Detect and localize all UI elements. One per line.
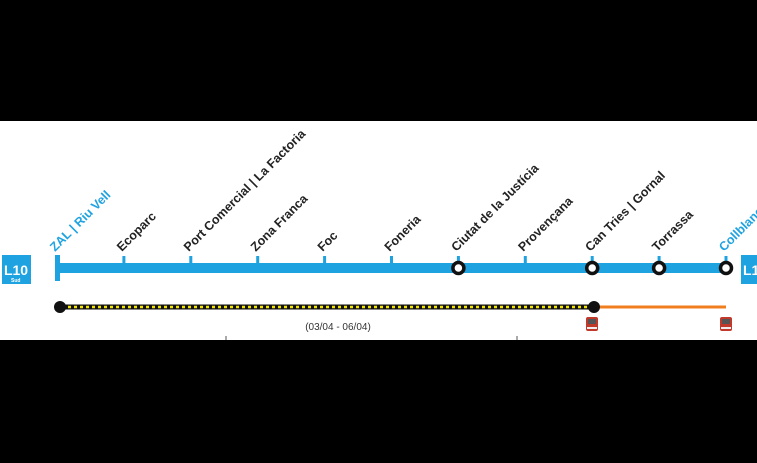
station-tick: [189, 256, 193, 266]
station: Provençana: [516, 193, 577, 266]
station-label: Ecoparc: [114, 209, 159, 254]
line-track: [57, 263, 728, 273]
station-label: Foc: [315, 228, 341, 254]
bus-icon: [586, 317, 598, 331]
segment-end-dot: [588, 301, 600, 313]
station-tick: [323, 256, 327, 266]
line-badge-sub: Sud: [11, 278, 20, 284]
station-tick: [122, 256, 126, 266]
line-badge-label: L10: [4, 262, 28, 278]
station: Foc: [315, 228, 341, 266]
station-label: Zona Franca: [248, 191, 311, 254]
station-label: Torrassa: [649, 207, 696, 254]
station: Port Comercial | La Factoria: [181, 126, 309, 266]
interchange-marker: [451, 260, 466, 276]
segment-start-dot: [54, 301, 66, 313]
terminal-bar: [55, 255, 60, 281]
station-tick: [256, 256, 260, 266]
station-label: Port Comercial | La Factoria: [181, 126, 309, 254]
station: Ecoparc: [114, 209, 159, 266]
station: Zona Franca: [248, 191, 311, 266]
station: ZAL | Riu Vell: [47, 188, 113, 254]
station-tick: [390, 256, 393, 266]
station-tick: [523, 256, 527, 266]
interchange-marker: [584, 260, 600, 276]
end-line-badge: L1: [741, 255, 757, 284]
station-label: Collblanc: [716, 204, 757, 254]
station-label: ZAL | Riu Vell: [47, 188, 113, 254]
interchange-marker: [651, 260, 667, 276]
station: Ciutat de la Justícia: [449, 160, 542, 276]
station-label: Foneria: [382, 212, 425, 255]
station: Foneria: [382, 212, 425, 266]
station: Can Tries | Gornal: [582, 169, 668, 276]
diagram-background: [0, 121, 757, 340]
interchange-marker: [718, 260, 734, 276]
line-badge: L10 Sud: [2, 255, 31, 284]
station-label: Provençana: [516, 193, 577, 254]
bus-icon: [720, 317, 732, 331]
closed-segment-dates: (03/04 - 06/04): [305, 322, 371, 333]
end-line-badge-label: L1: [743, 262, 757, 278]
